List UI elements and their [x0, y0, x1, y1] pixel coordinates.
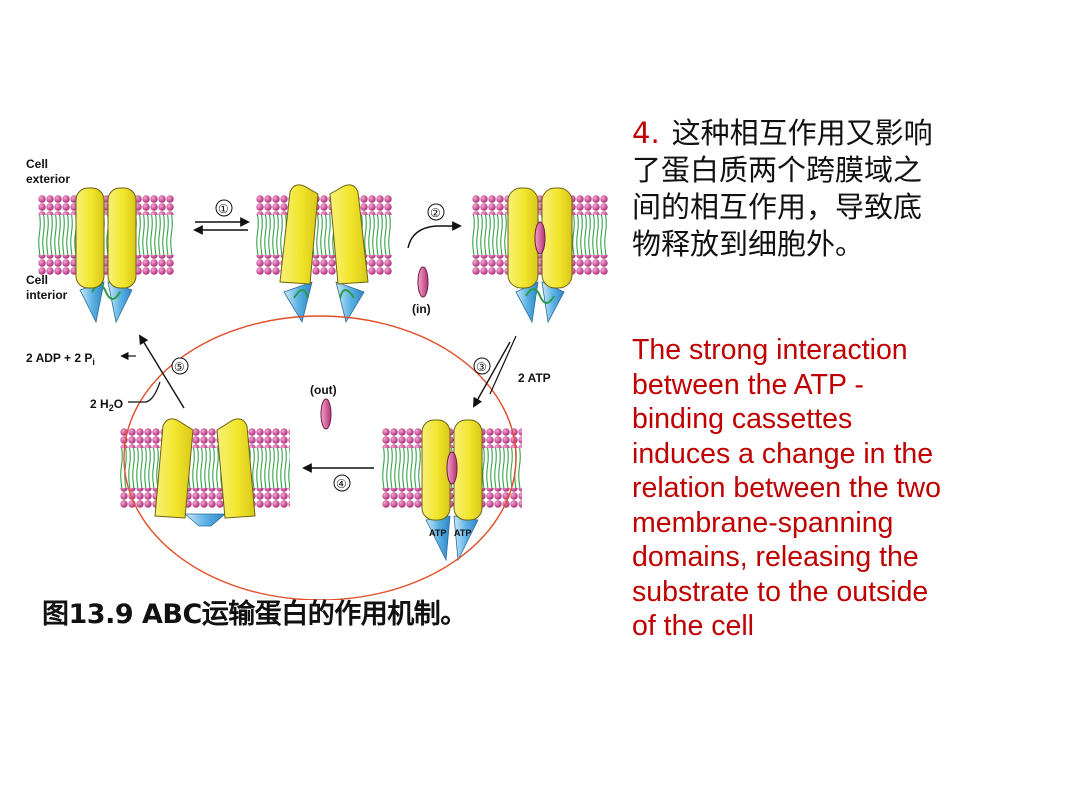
step-5-label: ⑤ [174, 360, 185, 374]
substrate-out [320, 398, 332, 430]
step-2-label: ② [430, 206, 441, 220]
membrane-4 [120, 428, 290, 508]
cycle-oval [123, 315, 517, 600]
cn-line-4: 物释放到细胞外。 [632, 227, 865, 261]
substrate-in [417, 266, 429, 298]
en-line-6: membrane-spanning [632, 506, 894, 539]
arrow-step-5 [120, 334, 189, 409]
arrow-step-4 [302, 463, 374, 492]
step-3-label: ③ [476, 360, 487, 374]
adp-output-label: 2 ADP + 2 Pi [26, 351, 95, 367]
cn-line-3: 间的相互作用，导致底 [632, 190, 923, 224]
english-explanation: The strong interaction between the ATP -… [632, 333, 1052, 644]
chinese-explanation: 4. 这种相互作用又影响 了蛋白质两个跨膜域之 间的相互作用，导致底 物释放到细胞… [632, 115, 1032, 263]
arrow-step-3 [473, 335, 517, 408]
cn-line-1: 4. 这种相互作用又影响 [632, 115, 1032, 152]
cn-line-2: 了蛋白质两个跨膜域之 [632, 153, 923, 187]
en-line-7: domains, releasing the [632, 541, 919, 573]
membrane-2 [256, 195, 392, 275]
cn-line-1-text: 这种相互作用又影响 [671, 116, 933, 150]
en-line-2: between the ATP - [632, 368, 864, 401]
arrow-step-2 [407, 203, 462, 249]
transporter-state-3 [507, 187, 573, 324]
water-text: 2 H [90, 397, 109, 411]
en-line-5: relation between the two [632, 472, 941, 504]
transporter-state-2 [279, 184, 369, 324]
step-4-label: ④ [336, 477, 347, 491]
atp-input-label: 2 ATP [518, 371, 551, 385]
en-line-4: induces a change in the [632, 437, 934, 470]
transporter-state-1 [75, 187, 137, 324]
transporter-state-4: ATP ATP [421, 419, 483, 562]
water-tail: O [114, 397, 123, 411]
step-1-label: ① [218, 202, 229, 216]
en-line-8: substrate to the outside [632, 575, 929, 608]
water-sub: 2 [109, 403, 114, 413]
en-line-9: of the cell [632, 610, 754, 642]
atp-label-left: ATP [429, 528, 446, 538]
transporter-state-5 [154, 418, 256, 527]
water-input-label: 2 H2O [90, 397, 123, 413]
adp-output-sub: i [92, 357, 95, 367]
en-line-1: The strong interaction [632, 334, 908, 366]
cn-point-number: 4. [632, 116, 660, 150]
en-line-3: binding cassettes [632, 403, 853, 435]
abc-transporter-diagram: ATP ATP ① ② (in) ③ 2 ATP ④ (out [26, 157, 608, 600]
figure-caption: 图13.9 ABC运输蛋白的作用机制。 [42, 599, 467, 630]
substrate-out-label: (out) [310, 383, 337, 397]
substrate-in-label: (in) [412, 302, 431, 316]
arrow-step-1 [193, 199, 250, 235]
membrane-1 [38, 195, 174, 275]
atp-label-right: ATP [454, 528, 471, 538]
adp-output-text: 2 ADP + 2 P [26, 351, 92, 365]
